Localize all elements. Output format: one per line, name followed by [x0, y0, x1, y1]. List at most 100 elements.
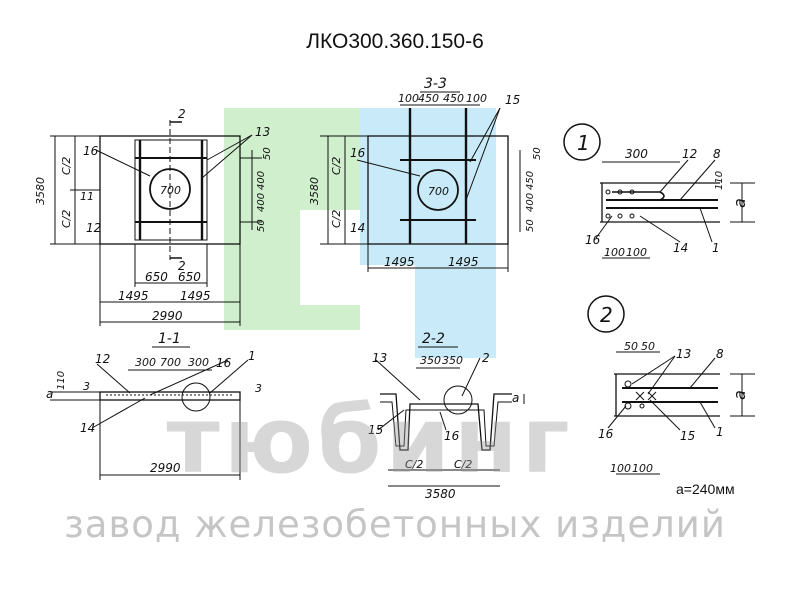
section-1-1: 1-1 12 16 1 14 300 700 300 110 a 3 — [46, 331, 262, 480]
leader-line — [469, 107, 501, 163]
rebar-dot — [624, 402, 632, 410]
dimension-label: C/2 — [454, 458, 472, 471]
position-label: 14 — [80, 421, 95, 435]
section-name: 2-2 — [422, 331, 445, 347]
dimension-label: 650 — [178, 270, 201, 284]
dimension-label: 1495 — [180, 289, 211, 303]
drawing-title: ЛКО300.360.150-6 — [306, 30, 484, 53]
dimension-label: a — [730, 390, 749, 400]
section-mark-label: 2 — [178, 259, 186, 273]
detail-marker-number: 2 — [600, 303, 613, 327]
rebar-cross — [635, 391, 645, 401]
position-label: 11 — [80, 190, 94, 203]
leader-line — [649, 399, 681, 431]
dimension-label: 50 — [641, 340, 655, 353]
dimension-label: 100 — [466, 92, 487, 105]
dimension-label: 50 — [532, 147, 543, 160]
dimension-label: 2990 — [150, 461, 181, 475]
dimension-label: a — [46, 387, 53, 401]
detail-2: 2 50 50 13 8 a 1 — [587, 295, 755, 475]
dimension-label: 50 — [256, 219, 267, 232]
watermark-tagline: завод железобетонных изделий — [64, 503, 726, 546]
leader-line — [201, 134, 253, 179]
dimension-label: 400 — [256, 171, 267, 190]
position-label: 16 — [350, 146, 366, 160]
dimension-label: 400 — [256, 193, 267, 212]
dimension-label: 110 — [714, 171, 725, 190]
dimension-label: 100 — [610, 462, 631, 475]
dimension-label: 3580 — [34, 177, 47, 205]
rebar-dot — [605, 213, 611, 219]
dimension-label: 50 — [624, 340, 638, 353]
leader-line — [461, 357, 481, 397]
dimension-label: 350 — [420, 354, 441, 367]
leader-line — [149, 359, 229, 396]
dimension-label: a — [730, 198, 749, 208]
dimension-label: C/2 — [60, 157, 73, 175]
dimension-label: 1495 — [384, 255, 415, 269]
slab-profile — [99, 391, 241, 401]
rebar-dot — [617, 213, 623, 219]
detail-callout-circle — [181, 382, 211, 412]
dimension-label: 50 — [262, 147, 273, 160]
dimension-label: 100 — [632, 462, 653, 475]
rebar-dot — [624, 380, 632, 388]
rebar-dot — [629, 213, 635, 219]
detail-callout-circle — [443, 385, 473, 415]
leader-line — [595, 215, 613, 239]
leader-line — [356, 159, 421, 177]
position-label: 14 — [350, 221, 365, 235]
leader-line — [439, 411, 447, 431]
leader-line — [375, 359, 421, 401]
position-label: 13 — [372, 351, 387, 365]
dimension-label: a — [512, 391, 519, 405]
rebar-cross — [647, 391, 657, 401]
leader-line — [689, 357, 716, 389]
position-label: 1 — [712, 241, 720, 255]
leader-line — [465, 107, 501, 201]
channel-profile — [380, 393, 512, 451]
dimension-label: 110 — [56, 371, 67, 390]
leader-line — [607, 405, 627, 429]
dimension-label: C/2 — [60, 210, 73, 228]
dimension-label: 3 — [255, 382, 262, 395]
leader-line — [95, 149, 151, 177]
position-label: 16 — [444, 429, 460, 443]
dimension-label: 3580 — [308, 177, 321, 205]
circle-diameter-label: 700 — [160, 184, 181, 197]
position-label: 1 — [248, 349, 256, 363]
position-label: 14 — [673, 241, 688, 255]
plan-right-opening — [417, 169, 459, 211]
dimension-label: 100 — [604, 246, 625, 259]
dimension-label: 3580 — [425, 487, 456, 501]
dimension-label: 100 — [398, 92, 419, 105]
plan-right: 3-3 100 450 450 100 700 16 14 15 3580 C/… — [308, 76, 543, 272]
dimension-label: C/2 — [330, 157, 343, 175]
section-2-2: 2-2 13 2 15 16 350 350 a C/2 C/2 3580 — [368, 331, 525, 501]
leader-line — [679, 159, 716, 201]
plan-right-outline — [367, 135, 509, 245]
leader-line — [209, 359, 249, 394]
detail-marker-circle — [563, 123, 601, 161]
watermark-white-cut — [300, 210, 360, 305]
position-label: 16 — [216, 356, 232, 370]
leader-line — [206, 134, 253, 161]
channel-profile-inner — [380, 401, 512, 447]
dimension-label: 300 — [135, 356, 156, 369]
rebar-dot — [629, 189, 635, 195]
watermark-brand: тюбинг — [166, 387, 574, 494]
position-label: 15 — [680, 429, 695, 443]
position-label: 8 — [716, 347, 724, 361]
dimension-label: 3 — [83, 380, 90, 393]
section-name: 1-1 — [158, 331, 181, 347]
dimension-label: 650 — [145, 270, 168, 284]
dimension-label: 2990 — [152, 309, 183, 323]
detail-1: 1 300 12 8 110 — [563, 123, 755, 259]
dimension-label: 350 — [442, 354, 463, 367]
plan-left: 2 2 700 16 13 11 12 3580 C/2 C/2 50 400 … — [34, 107, 273, 326]
dimension-label: 300 — [188, 356, 209, 369]
position-label: 13 — [676, 347, 691, 361]
detail-marker-circle — [587, 295, 625, 333]
dimension-label: 100 — [626, 246, 647, 259]
